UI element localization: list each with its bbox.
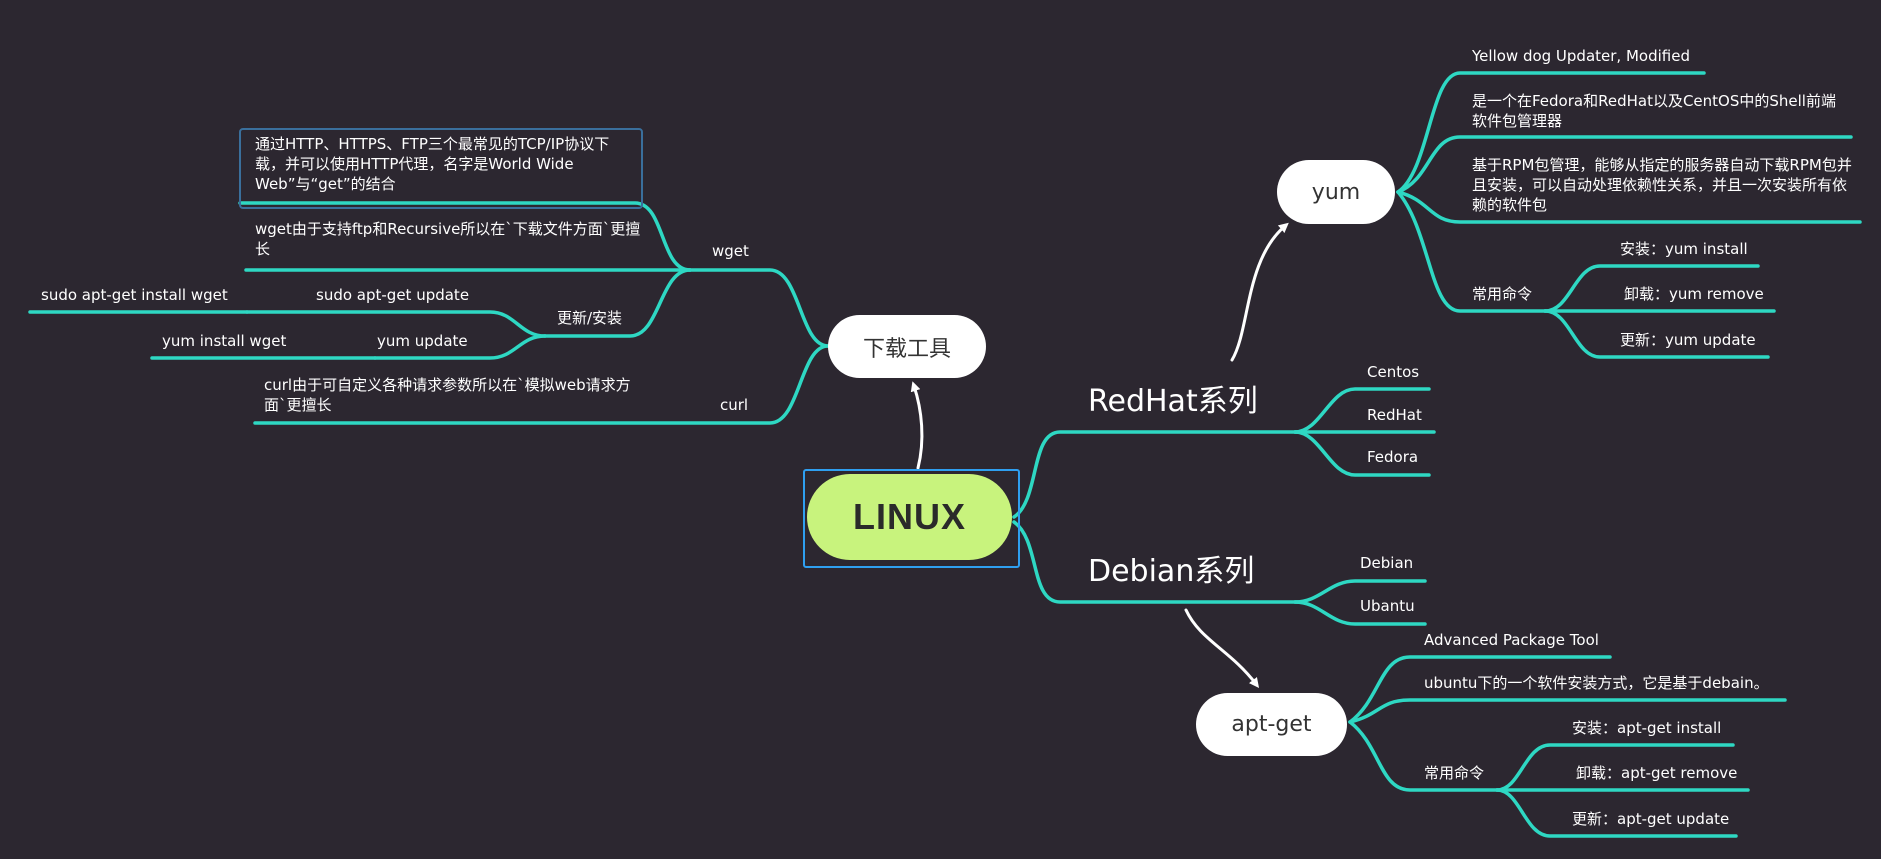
- root-node[interactable]: LINUX: [807, 474, 1012, 560]
- edge-apt-fullname: [1348, 655, 1612, 724]
- edge-yum-fullname: [1396, 71, 1706, 194]
- arrow-root-to-tools: [910, 381, 924, 470]
- edge-root-debian: [1012, 520, 1302, 604]
- yum-cmd-install[interactable]: 安装：yum install: [1620, 240, 1748, 258]
- yum-common-commands[interactable]: 常用命令: [1472, 285, 1533, 303]
- curl-node[interactable]: curl: [720, 396, 749, 414]
- debian-item-ubantu[interactable]: Ubantu: [1360, 597, 1415, 615]
- edge-apt-common: [1348, 720, 1499, 792]
- edge-yum-common: [1396, 190, 1547, 313]
- edge-yum-update: [1543, 309, 1770, 359]
- yum-label: yum: [1311, 179, 1361, 205]
- curl-desc[interactable]: curl由于可自定义各种请求参数所以在`模拟web请求方面`更擅长: [264, 376, 631, 414]
- yum-desc1[interactable]: 是一个在Fedora和RedHat以及CentOS中的Shell前端软件包管理器: [1472, 92, 1836, 130]
- aptget-fullname[interactable]: Advanced Package Tool: [1424, 631, 1599, 649]
- tools-label: 下载工具: [862, 336, 951, 362]
- wget-desc[interactable]: 通过HTTP、HTTPS、FTP三个最常见的TCP/IP协议下载，并可以使用HT…: [255, 135, 610, 193]
- arrow-redhat-to-yum: [1230, 222, 1289, 362]
- aptget-common-commands[interactable]: 常用命令: [1424, 764, 1485, 782]
- aptget-node[interactable]: apt-get: [1196, 693, 1347, 756]
- update-install-node[interactable]: 更新/安装: [557, 309, 623, 327]
- root-selection-frame: [803, 469, 1020, 568]
- debian-item-debian[interactable]: Debian: [1360, 554, 1414, 572]
- aptget-cmd-remove[interactable]: 卸载：apt-get remove: [1576, 764, 1738, 782]
- edge-wget-desc: [238, 201, 692, 272]
- apt-update-item[interactable]: sudo apt-get update: [316, 286, 470, 304]
- wget-node[interactable]: wget: [712, 242, 749, 260]
- debian-branch[interactable]: Debian系列: [1088, 554, 1255, 589]
- yum-node[interactable]: yum: [1277, 160, 1395, 224]
- edge-apt-desc: [1348, 698, 1787, 724]
- edge-apt-update: [1495, 788, 1738, 838]
- redhat-item-fedora[interactable]: Fedora: [1367, 448, 1419, 466]
- aptget-cmd-install[interactable]: 安装：apt-get install: [1572, 719, 1722, 737]
- apt-install-wget-item[interactable]: sudo apt-get install wget: [41, 286, 228, 304]
- aptget-desc[interactable]: ubuntu下的一个软件安装方式，它是基于debain。: [1424, 674, 1769, 692]
- edge-redhat-fedora: [1293, 430, 1431, 477]
- root-label: LINUX: [853, 496, 966, 537]
- aptget-cmd-update[interactable]: 更新：apt-get update: [1572, 810, 1730, 828]
- yum-install-wget-item[interactable]: yum install wget: [162, 332, 287, 350]
- yum-cmd-remove[interactable]: 卸载：yum remove: [1624, 285, 1764, 303]
- wget-advantage[interactable]: wget由于支持ftp和Recursive所以在`下载文件方面`更擅长: [255, 220, 641, 258]
- redhat-item-redhat[interactable]: RedHat: [1367, 406, 1422, 424]
- edge-apt-install: [1495, 743, 1735, 792]
- arrow-debian-to-aptget: [1184, 608, 1260, 688]
- edge-tools-curl: [253, 344, 830, 425]
- yum-fullname[interactable]: Yellow dog Updater, Modified: [1472, 47, 1690, 65]
- edge-yum-install: [1543, 264, 1760, 313]
- wget-desc-frame: [239, 128, 643, 209]
- edge-root-redhat: [1012, 430, 1302, 519]
- yum-cmd-update[interactable]: 更新：yum update: [1620, 331, 1756, 349]
- edge-update-yum: [373, 334, 547, 360]
- redhat-item-centos[interactable]: Centos: [1367, 363, 1420, 381]
- aptget-label: apt-get: [1231, 712, 1312, 737]
- yum-desc2[interactable]: 基于RPM包管理，能够从指定的服务器自动下载RPM包并且安装，可以自动处理依赖性…: [1472, 156, 1852, 214]
- tools-node[interactable]: 下载工具: [828, 315, 986, 378]
- edge-yum-desc2: [1396, 190, 1862, 224]
- edge-tools-wget: [688, 268, 830, 348]
- redhat-branch[interactable]: RedHat系列: [1088, 384, 1258, 419]
- edge-yum-desc1: [1396, 135, 1853, 194]
- edge-debian-ubantu: [1293, 600, 1427, 626]
- yum-update-item[interactable]: yum update: [377, 332, 468, 350]
- edge-wget-update: [543, 268, 692, 338]
